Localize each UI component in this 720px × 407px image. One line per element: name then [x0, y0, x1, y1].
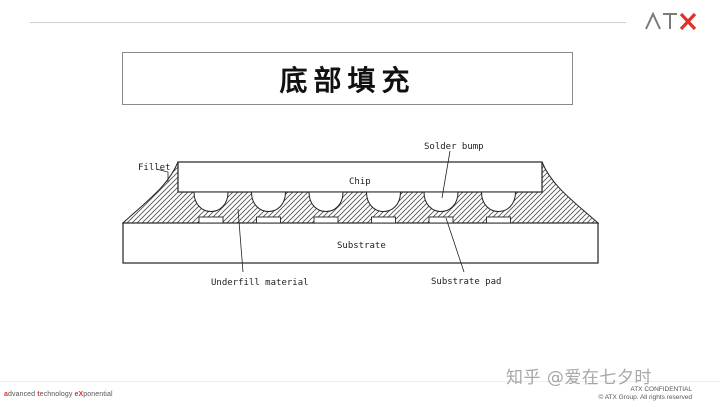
page-title: 底部填充 [279, 63, 416, 97]
confidential-label: ATX CONFIDENTIAL [630, 386, 692, 393]
fillet-label: Fillet [138, 163, 171, 173]
header-rule [30, 22, 626, 23]
substrate [122, 222, 599, 264]
substrate-pad [256, 216, 281, 224]
chip-label: Chip [349, 177, 371, 187]
solder-bump [365, 191, 402, 212]
tagline-segment: dvanced [8, 391, 38, 398]
substrate-pad [428, 216, 454, 224]
tagline-segment: X [78, 391, 84, 398]
substrate-pad [198, 216, 224, 224]
substrate-label: Substrate [337, 241, 386, 251]
solder-bump [250, 191, 287, 212]
solder-bump [423, 191, 459, 212]
solder-bump-label: Solder bump [424, 142, 484, 152]
chip [177, 161, 543, 193]
tagline-segment: t [37, 391, 40, 398]
tagline-segment: ponential [83, 391, 113, 398]
substrate-pad-leader [445, 217, 465, 273]
title-box: 底部填充 [122, 52, 573, 105]
solder-bump [193, 191, 229, 212]
substrate-pad [313, 216, 339, 224]
footer-bar [0, 381, 720, 407]
copyright-label: © ATX Group. All rights reserved [598, 394, 692, 401]
footer-tagline: advanced technology eXponential [4, 391, 113, 398]
tagline-segment: echnology [39, 391, 75, 398]
underfill-leader [237, 208, 244, 273]
solder-bumps [193, 191, 517, 224]
solder-bump-leader [441, 150, 451, 199]
fillet-leader [155, 168, 169, 182]
watermark: 知乎 @爱在七夕时 [506, 368, 652, 388]
confidential-notice: ATX CONFIDENTIAL © ATX Group. All rights… [598, 386, 692, 402]
tagline-segment: e [74, 391, 79, 398]
underfill-label: Underfill material [211, 278, 309, 288]
atx-logo [644, 9, 700, 35]
atx-logo-icon [645, 11, 697, 31]
underfill-fillet [121, 161, 600, 224]
tagline-segment: a [4, 391, 8, 398]
substrate-pad-label: Substrate pad [431, 277, 501, 287]
substrate-pad [486, 216, 511, 224]
solder-bump [480, 191, 517, 212]
substrate-pad [371, 216, 396, 224]
solder-bump [308, 191, 344, 212]
